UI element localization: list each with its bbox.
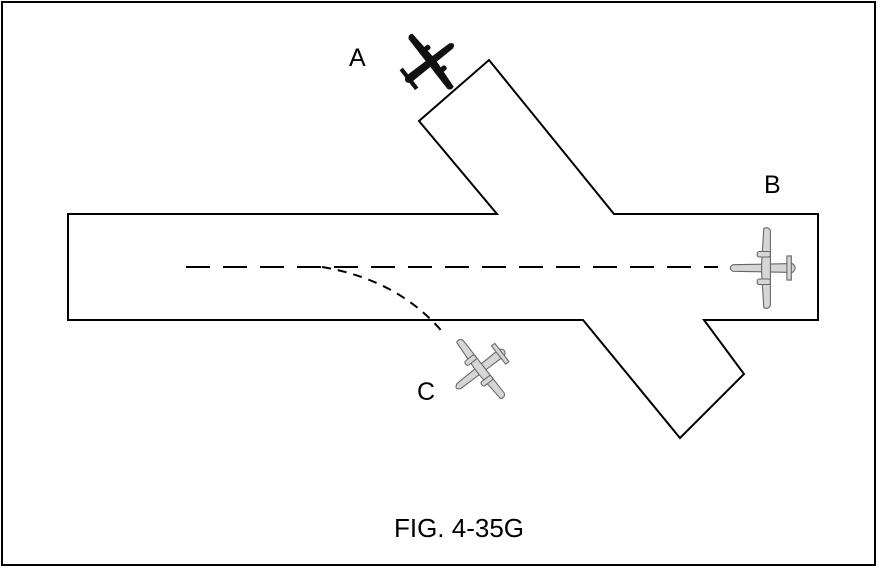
- label-a: A: [349, 44, 366, 72]
- label-c: C: [417, 378, 435, 406]
- figure-caption: FIG. 4-35G: [394, 513, 524, 543]
- airplane-c-icon: [455, 339, 510, 400]
- label-b: B: [764, 171, 781, 199]
- airplane-a-icon: [399, 33, 454, 91]
- airplane-c-path: [321, 266, 446, 336]
- runway-outline: [67, 58, 819, 440]
- airplane-b-icon: [729, 227, 796, 309]
